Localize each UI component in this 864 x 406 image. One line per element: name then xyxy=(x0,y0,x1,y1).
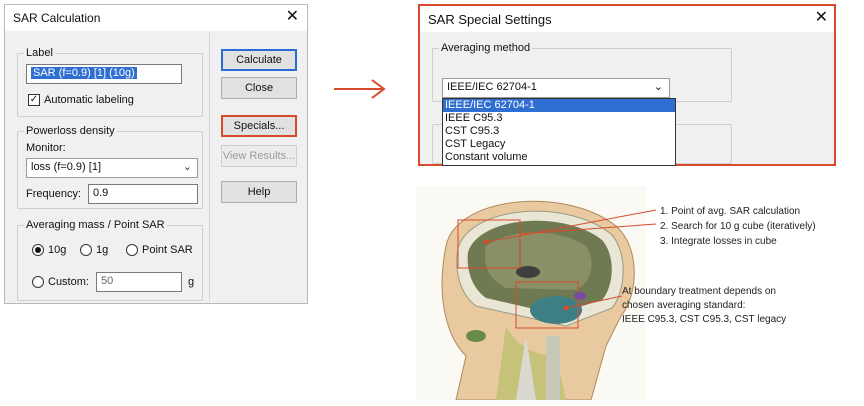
step-3-text: 3. Integrate losses in cube xyxy=(660,236,777,247)
label-group: Label SAR (f=0.9) [1] (10g) ✓ Automatic … xyxy=(17,47,203,117)
averaging-method-legend: Averaging method xyxy=(439,42,533,54)
option-cst-c95-3[interactable]: CST C95.3 xyxy=(445,125,500,137)
dialog-title: SAR Calculation xyxy=(13,11,101,25)
dialog-title: SAR Special Settings xyxy=(428,12,552,27)
help-button[interactable]: Help xyxy=(221,181,297,203)
view-results-button[interactable]: View Results... xyxy=(221,145,297,167)
frequency-input-value: 0.9 xyxy=(93,187,109,199)
head-cross-section-image xyxy=(416,186,646,400)
close-icon[interactable]: ✕ xyxy=(814,9,828,26)
sar-special-settings-dialog: SAR Special Settings ✕ Averaging method … xyxy=(418,4,836,166)
label-input-value: SAR (f=0.9) [1] (10g) xyxy=(31,67,137,79)
radio-1g[interactable] xyxy=(80,244,92,256)
frequency-input[interactable]: 0.9 xyxy=(88,184,198,204)
boundary-note-line-2: chosen averaging standard: xyxy=(622,300,746,311)
close-button[interactable]: Close xyxy=(221,77,297,99)
averaging-group-legend: Averaging mass / Point SAR xyxy=(24,219,167,231)
sar-illustration: 1. Point of avg. SAR calculation 2. Sear… xyxy=(416,186,834,400)
averaging-group: Averaging mass / Point SAR 10g 1g Point … xyxy=(17,219,203,301)
custom-mass-input[interactable]: 50 xyxy=(96,272,182,292)
boundary-note-line-3: IEEE C95.3, CST C95.3, CST legacy xyxy=(622,314,787,325)
automatic-labeling-label: Automatic labeling xyxy=(44,94,134,106)
radio-point-sar-label: Point SAR xyxy=(142,244,193,256)
automatic-labeling-checkbox[interactable]: ✓ xyxy=(28,94,40,106)
frequency-label: Frequency: xyxy=(26,188,82,200)
chevron-down-icon: ⌄ xyxy=(653,81,663,93)
radio-custom-label: Custom: xyxy=(48,276,89,288)
close-icon[interactable]: ✕ xyxy=(285,8,299,25)
averaging-method-dropdown: IEEE/IEC 62704-1 IEEE C95.3 CST C95.3 CS… xyxy=(442,98,676,166)
label-input[interactable]: SAR (f=0.9) [1] (10g) xyxy=(26,64,182,84)
monitor-select[interactable]: loss (f=0.9) [1] ⌄ xyxy=(26,158,198,178)
chevron-down-icon: ⌄ xyxy=(182,161,192,173)
divider xyxy=(209,33,210,301)
radio-point-sar[interactable] xyxy=(126,244,138,256)
step-1-text: 1. Point of avg. SAR calculation xyxy=(660,206,801,217)
monitor-select-value: loss (f=0.9) [1] xyxy=(31,161,102,173)
averaging-method-select[interactable]: IEEE/IEC 62704-1 ⌄ xyxy=(442,78,670,98)
custom-mass-value: 50 xyxy=(101,275,114,287)
option-ieee-iec-62704-1[interactable]: IEEE/IEC 62704-1 xyxy=(443,99,675,112)
title-bar: SAR Calculation ✕ xyxy=(5,5,307,31)
specials-button[interactable]: Specials... xyxy=(221,115,297,137)
averaging-method-value: IEEE/IEC 62704-1 xyxy=(447,81,537,93)
title-bar: SAR Special Settings ✕ xyxy=(420,6,834,32)
radio-custom[interactable] xyxy=(32,276,44,288)
radio-10g[interactable] xyxy=(32,244,44,256)
arrow-right-icon xyxy=(334,79,386,99)
powerloss-group: Powerloss density Monitor: loss (f=0.9) … xyxy=(17,125,203,209)
powerloss-group-legend: Powerloss density xyxy=(24,125,117,137)
option-ieee-c95-3[interactable]: IEEE C95.3 xyxy=(445,112,503,124)
custom-mass-unit: g xyxy=(188,276,195,288)
option-constant-volume[interactable]: Constant volume xyxy=(445,151,528,163)
annotation-leader-lines xyxy=(485,209,657,309)
label-group-legend: Label xyxy=(24,47,55,59)
radio-10g-label: 10g xyxy=(48,244,67,256)
calculate-button[interactable]: Calculate xyxy=(221,49,297,71)
boundary-note-line-1: At boundary treatment depends on xyxy=(622,286,776,297)
option-cst-legacy[interactable]: CST Legacy xyxy=(445,138,506,150)
sar-calculation-dialog: SAR Calculation ✕ Label SAR (f=0.9) [1] … xyxy=(4,4,308,304)
radio-1g-label: 1g xyxy=(96,244,109,256)
monitor-label: Monitor: xyxy=(26,142,66,154)
step-2-text: 2. Search for 10 g cube (iteratively) xyxy=(660,221,816,232)
